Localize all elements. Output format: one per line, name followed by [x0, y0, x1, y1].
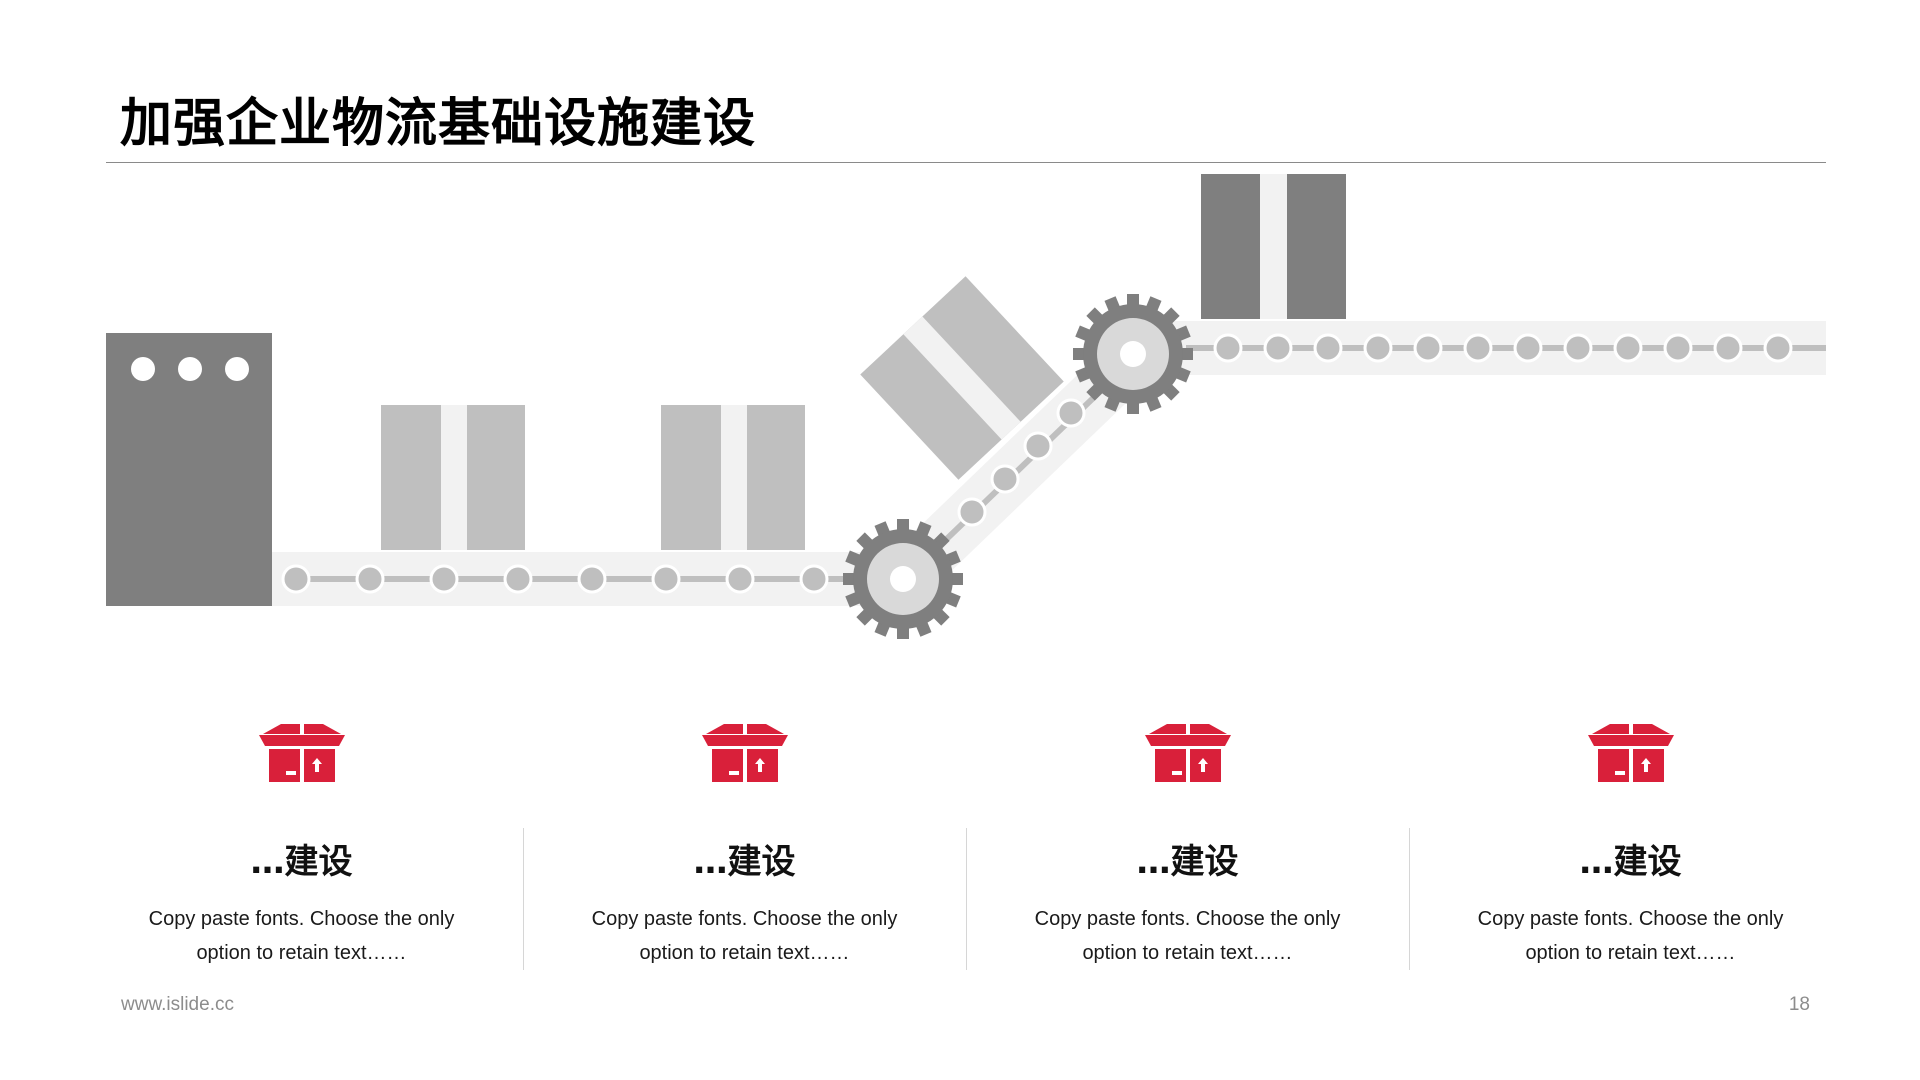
- upper-conveyor-belt: [1150, 321, 1826, 375]
- card-title: …建设: [1136, 842, 1239, 882]
- open-box-icon: [1144, 724, 1231, 782]
- page-number: 18: [1788, 994, 1810, 1015]
- package-box: [661, 405, 805, 550]
- card-title: …建设: [250, 842, 353, 882]
- feature-card: …建设 Copy paste fonts. Choose the only op…: [523, 700, 966, 990]
- open-box-icon: [701, 724, 788, 782]
- gear-icon: [1073, 294, 1193, 414]
- card-title: …建设: [1579, 842, 1682, 882]
- card-description: Copy paste fonts. Choose the only option…: [591, 908, 898, 964]
- title-divider: [106, 162, 1826, 163]
- card-description: Copy paste fonts. Choose the only option…: [1034, 908, 1341, 964]
- card-description: Copy paste fonts. Choose the only option…: [148, 908, 455, 964]
- feature-card: …建设 Copy paste fonts. Choose the only op…: [1409, 700, 1852, 990]
- card-description: Copy paste fonts. Choose the only option…: [1477, 908, 1784, 964]
- lower-conveyor-belt: [270, 552, 910, 606]
- open-box-icon: [258, 724, 345, 782]
- gear-icon: [843, 519, 963, 639]
- feature-cards: …建设 Copy paste fonts. Choose the only op…: [80, 700, 1852, 990]
- conveyor-illustration: [106, 174, 1826, 639]
- card-title: …建设: [693, 842, 796, 882]
- feature-card: …建设 Copy paste fonts. Choose the only op…: [966, 700, 1409, 990]
- package-box-dark: [1201, 174, 1346, 319]
- open-box-icon: [1587, 724, 1674, 782]
- footer-url: www.islide.cc: [121, 994, 234, 1015]
- factory-machine: [106, 333, 272, 606]
- feature-card: …建设 Copy paste fonts. Choose the only op…: [80, 700, 523, 990]
- slide-title: 加强企业物流基础设施建设: [120, 94, 757, 154]
- package-box: [381, 405, 525, 550]
- package-box-tilted: [860, 276, 1064, 480]
